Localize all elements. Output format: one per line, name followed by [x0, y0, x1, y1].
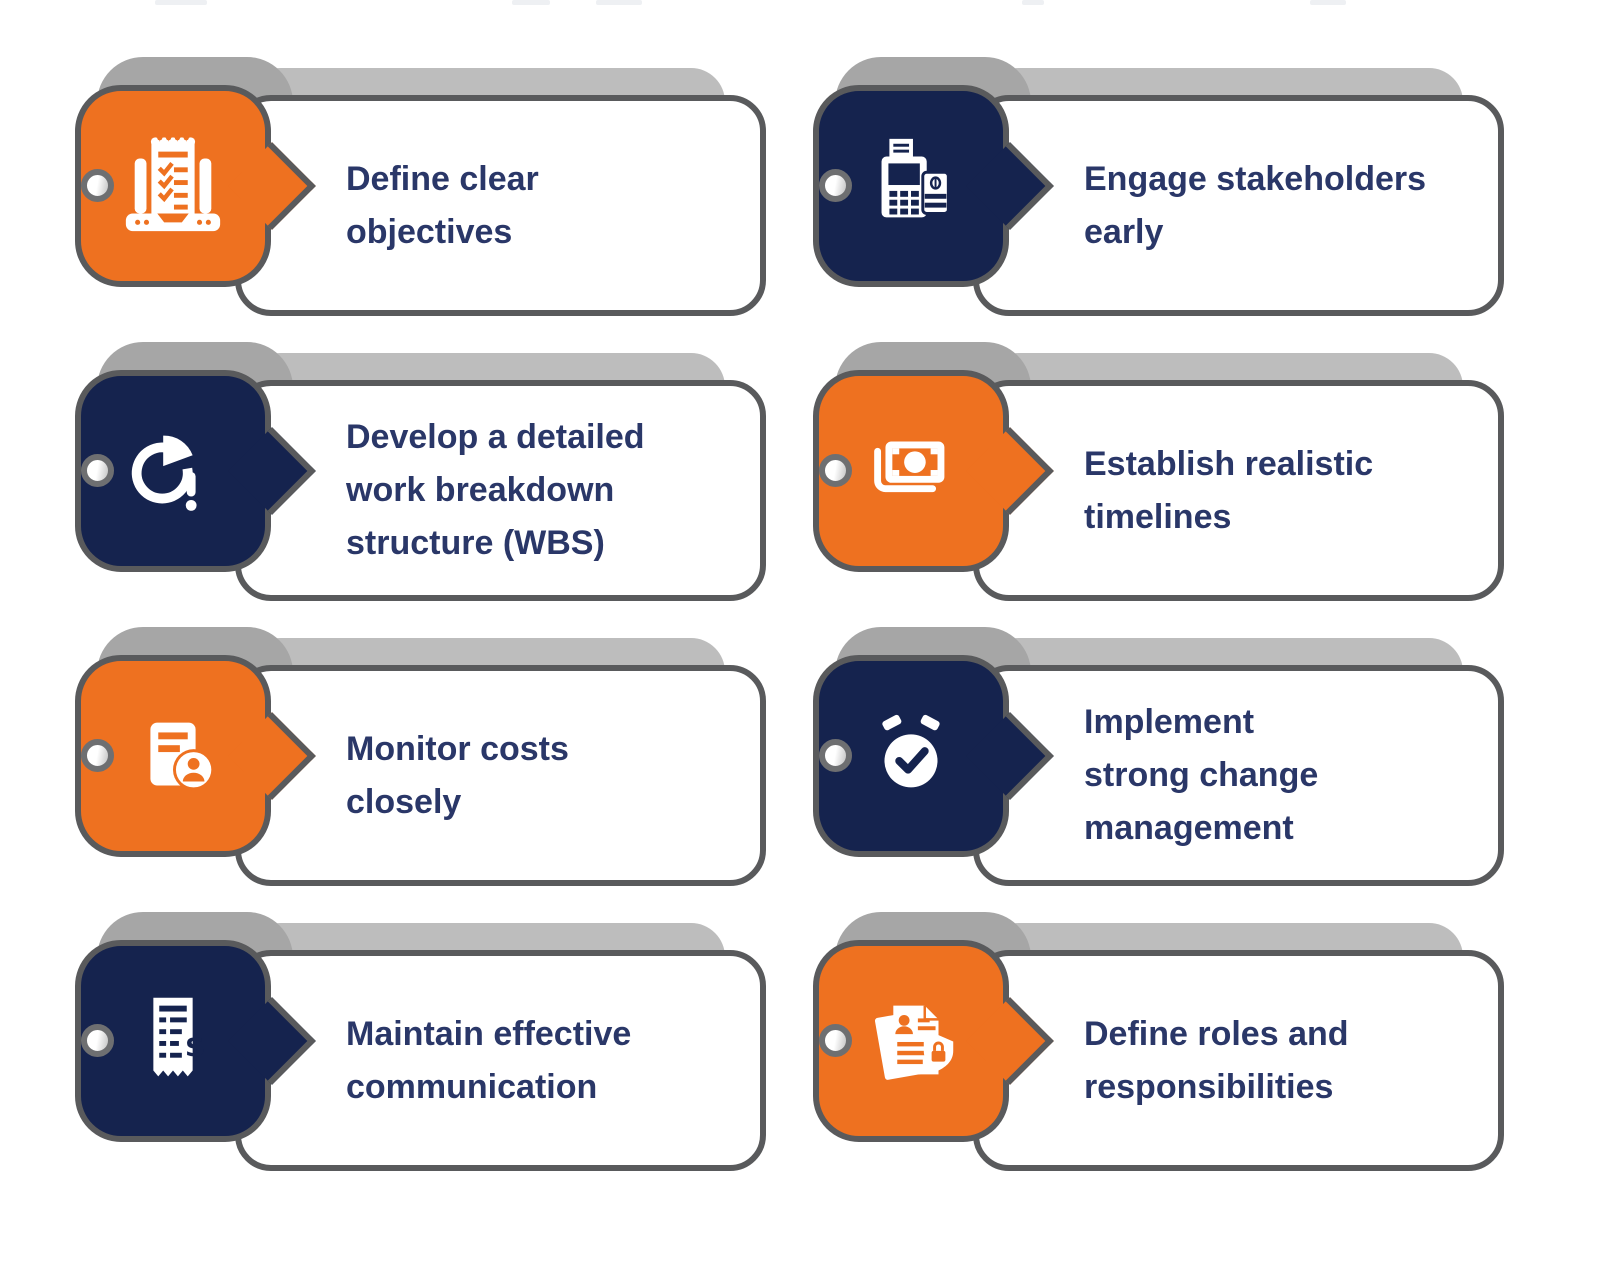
card-label: Maintain effective communication: [346, 1014, 632, 1106]
card-label: Engage stakeholders early: [1084, 159, 1427, 251]
card-label: Define clear objectives: [346, 159, 539, 251]
card-define-clear-objectives: Define clear objectives: [75, 57, 775, 342]
tag-hole: [81, 739, 114, 772]
receipt-dollar-icon: $: [153, 997, 206, 1077]
tag-hole: [819, 169, 852, 202]
cropped-content-artifact: [596, 0, 642, 5]
label-bubble: Maintain effective communication: [235, 950, 766, 1171]
card-implement-change-management: Implement strong change management: [813, 627, 1513, 912]
cropped-content-artifact: [512, 0, 550, 5]
tag-hole: [81, 1024, 114, 1057]
card-label: Define roles and responsibilities: [1084, 1014, 1349, 1106]
card-work-breakdown-structure: Develop a detailed work breakdown struct…: [75, 342, 775, 627]
cropped-content-artifact: [1310, 0, 1346, 5]
laptop-checklist-icon: [125, 135, 221, 232]
document-lock-icon: [874, 1005, 954, 1080]
cropped-content-artifact: [1022, 0, 1044, 5]
label-bubble: Monitor costs closely: [235, 665, 766, 886]
card-define-roles-responsibilities: Define roles and responsibilities: [813, 912, 1513, 1197]
document-user-icon: [150, 722, 215, 791]
card-payment-terminal-icon: [881, 138, 950, 218]
tag-hole: [81, 169, 114, 202]
stopwatch-check-icon: [882, 714, 940, 788]
card-monitor-costs-closely: Monitor costs closely: [75, 627, 775, 912]
pie-chart-alert-icon: [131, 435, 197, 511]
label-bubble: Develop a detailed work breakdown struct…: [235, 380, 766, 601]
svg-text:$: $: [185, 1030, 206, 1064]
label-bubble: Engage stakeholders early: [973, 95, 1504, 316]
label-bubble: Define clear objectives: [235, 95, 766, 316]
card-establish-realistic-timelines: Establish realistic timelines: [813, 342, 1513, 627]
cards-grid: Define clear objectives: [75, 57, 1551, 1197]
tag-hole: [819, 739, 852, 772]
card-label: Monitor costs closely: [346, 729, 569, 821]
label-bubble: Establish realistic timelines: [973, 380, 1504, 601]
label-bubble: Define roles and responsibilities: [973, 950, 1504, 1171]
card-label: Establish realistic timelines: [1084, 444, 1374, 536]
card-label: Develop a detailed work breakdown struct…: [346, 418, 645, 562]
tag-hole: [81, 454, 114, 487]
card-engage-stakeholders-early: Engage stakeholders early: [813, 57, 1513, 342]
tag-hole: [819, 1024, 852, 1057]
label-bubble: Implement strong change management: [973, 665, 1504, 886]
card-maintain-effective-communication: Maintain effective communication $: [75, 912, 775, 1197]
tag-hole: [819, 454, 852, 487]
cropped-content-artifact: [155, 0, 207, 5]
banknote-stack-icon: [874, 441, 945, 493]
card-label: Implement strong change management: [1084, 703, 1319, 847]
